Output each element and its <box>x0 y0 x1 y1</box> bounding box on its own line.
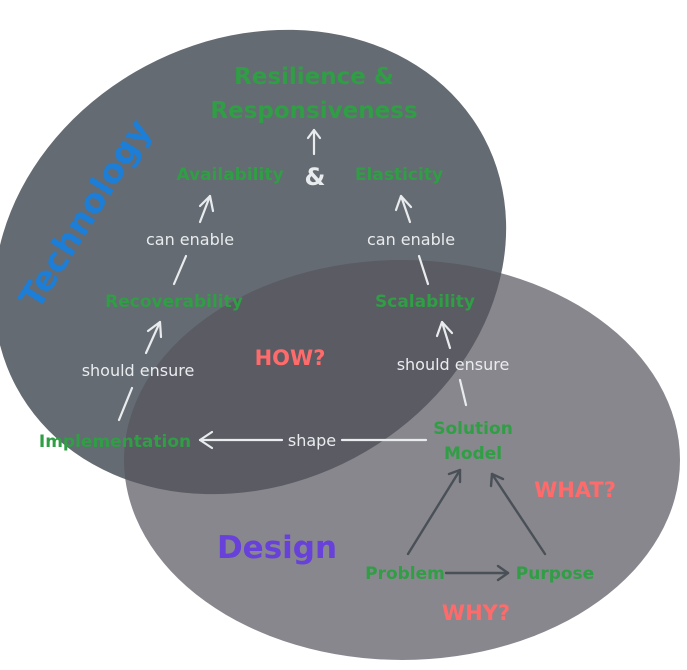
arrow-solution-to-scalability <box>435 320 468 407</box>
what-label: WHAT? <box>534 478 616 502</box>
node-solution: Solution <box>433 419 513 439</box>
node-responsiveness: Responsiveness <box>210 98 417 124</box>
arrow-problem-to-solution <box>406 468 462 556</box>
arrow-solution-to-implementation <box>198 430 428 450</box>
node-ampersand: & <box>305 163 326 191</box>
how-label: HOW? <box>255 346 326 370</box>
arrow-to-resilience <box>306 128 322 156</box>
node-scalability: Scalability <box>375 292 475 312</box>
arrow-implementation-to-recoverability <box>117 320 163 422</box>
node-elasticity: Elasticity <box>355 165 443 185</box>
arrow-purpose-to-solution <box>489 472 547 556</box>
arrow-scalability-to-elasticity <box>394 194 430 286</box>
arrow-recoverability-to-availability <box>172 194 215 286</box>
edge-label-shape: shape <box>288 431 336 450</box>
node-purpose: Purpose <box>516 564 594 584</box>
node-recoverability: Recoverability <box>105 292 243 312</box>
node-model: Model <box>444 444 502 464</box>
why-label: WHY? <box>442 601 510 625</box>
node-resilience: Resilience & <box>234 64 394 90</box>
design-label: Design <box>217 530 337 566</box>
edge-label-can-enable-left: can enable <box>146 230 234 249</box>
design-region <box>124 260 680 660</box>
edge-label-should-ensure-right: should ensure <box>397 355 510 374</box>
edge-label-can-enable-right: can enable <box>367 230 455 249</box>
edge-label-should-ensure-left: should ensure <box>82 361 195 380</box>
node-implementation: Implementation <box>39 432 191 452</box>
node-problem: Problem <box>365 564 445 584</box>
node-availability: Availability <box>176 165 283 185</box>
arrow-problem-to-purpose <box>444 564 510 582</box>
